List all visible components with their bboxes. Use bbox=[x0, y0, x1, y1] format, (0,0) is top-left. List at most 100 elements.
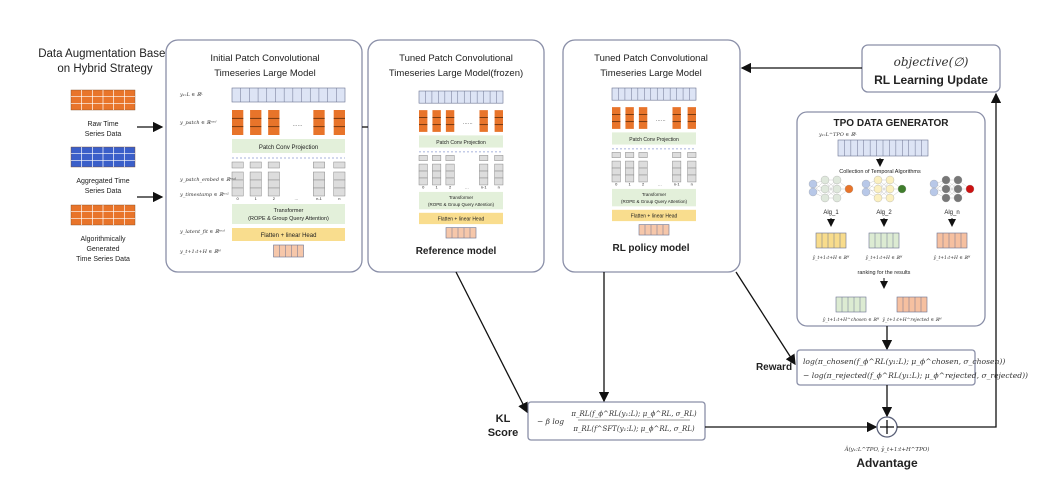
token-head bbox=[267, 161, 280, 169]
token-cell bbox=[249, 187, 262, 197]
advantage-formula: Â(y₁:L^TPO, ŷ_t+1:t+H^TPO) bbox=[844, 446, 930, 453]
position-index: … bbox=[465, 184, 469, 189]
token-cell bbox=[267, 187, 280, 197]
algorithm-name: Alg_1 bbox=[823, 210, 839, 216]
generated-data-label-2: Generated bbox=[86, 246, 119, 253]
kl-label-line2: Score bbox=[488, 427, 519, 439]
rejected-label: ŷ_t+1:t+H^rejected ∈ ℝᴴ bbox=[881, 316, 942, 323]
kl-numerator: π_RL(f_ϕ^RL(y₁:L); μ_ϕ^RL, σ_RL) bbox=[570, 410, 696, 418]
raw-data-label-1: Raw Time bbox=[87, 121, 118, 128]
forecast-output-bar bbox=[273, 244, 304, 258]
token-head bbox=[687, 152, 697, 158]
token-head bbox=[249, 161, 262, 169]
token-head bbox=[432, 155, 442, 161]
rl-learning-update-title: RL Learning Update bbox=[874, 73, 988, 87]
token-cell bbox=[267, 171, 280, 181]
algorithm-1-network-icon bbox=[808, 175, 854, 203]
network-node bbox=[832, 184, 842, 194]
flatten-label: Flatten + linear Head bbox=[438, 217, 485, 223]
transformer-label-box bbox=[232, 204, 345, 224]
data-augmentation-section: Data Augmentation Based on Hybrid Strate… bbox=[38, 48, 172, 263]
model-title-line1: Tuned Patch Convolutional bbox=[594, 53, 708, 64]
algorithm-output-bar bbox=[936, 232, 968, 249]
token-cell bbox=[313, 179, 325, 189]
algorithm-output-bar bbox=[815, 232, 847, 249]
model-caption: RL policy model bbox=[612, 243, 689, 254]
algorithm-output-label: ŷ_t+1:t+H ∈ ℝᴴ bbox=[865, 254, 903, 261]
transformer-label-line2: (ROPE & Group Query Attention) bbox=[428, 202, 495, 207]
flatten-label-box bbox=[612, 209, 696, 222]
input-series-bar bbox=[611, 87, 697, 101]
token-cell bbox=[432, 163, 442, 172]
token-cell bbox=[333, 171, 346, 181]
position-index: 1 bbox=[629, 181, 632, 186]
math-label: y_t+1:t+H ∈ ℝᴴ bbox=[179, 249, 221, 255]
token-cell bbox=[445, 177, 455, 186]
patch-block bbox=[479, 110, 488, 132]
network-node bbox=[820, 193, 830, 203]
patch-conv-label: Patch Conv Projection bbox=[629, 137, 679, 143]
network-node bbox=[953, 184, 963, 194]
patch-conv-label-box bbox=[232, 139, 345, 153]
token-cell bbox=[249, 171, 262, 181]
network-node bbox=[873, 175, 883, 185]
flatten-label: Flatten + linear Head bbox=[631, 214, 678, 220]
network-node bbox=[941, 175, 951, 185]
generated-data-grid-icon bbox=[70, 204, 136, 226]
token-cell bbox=[418, 177, 428, 186]
token-cell bbox=[625, 174, 635, 183]
token-cell bbox=[611, 174, 621, 183]
position-index: 1 bbox=[436, 184, 439, 189]
generated-data-label-3: Time Series Data bbox=[76, 256, 130, 263]
token-cell bbox=[432, 177, 442, 186]
token-cell bbox=[445, 170, 455, 179]
token-head bbox=[611, 152, 621, 158]
forecast-output-bar bbox=[638, 224, 670, 236]
token-cell bbox=[687, 160, 697, 169]
input-series-bar bbox=[231, 87, 346, 103]
patch-block bbox=[419, 110, 428, 132]
position-index: n-1 bbox=[316, 196, 323, 201]
network-node bbox=[861, 179, 871, 189]
position-index: … bbox=[658, 181, 662, 186]
token-cell bbox=[333, 179, 346, 189]
position-index: 2 bbox=[273, 196, 276, 201]
reward-formula-line2: − log(π_rejected(f_ϕ^RL(y₁:L); μ_ϕ^rejec… bbox=[803, 371, 1028, 380]
tpo-data-generator-box bbox=[796, 111, 986, 327]
patch-block bbox=[494, 110, 503, 132]
arrow-reference-to-kl bbox=[455, 271, 528, 414]
math-label: y₁:L ∈ ℝᴸ bbox=[179, 92, 203, 98]
ellipsis: …… bbox=[293, 122, 303, 128]
position-index: 2 bbox=[642, 181, 645, 186]
network-node bbox=[808, 179, 818, 189]
patch-block bbox=[625, 107, 634, 129]
patch-conv-label-box bbox=[419, 135, 503, 148]
chosen-output-bar bbox=[835, 296, 867, 313]
token-cell bbox=[687, 167, 697, 176]
patch-block bbox=[333, 110, 345, 135]
patch-block bbox=[250, 110, 262, 135]
ranking-label: ranking for the results bbox=[858, 270, 911, 276]
token-cell bbox=[418, 163, 428, 172]
reward-label: Reward bbox=[756, 362, 792, 373]
token-cell bbox=[249, 179, 262, 189]
token-head bbox=[494, 155, 504, 161]
chosen-label: ŷ_t+1:t+H^chosen ∈ ℝᴴ bbox=[822, 316, 880, 323]
network-node bbox=[820, 184, 830, 194]
token-cell bbox=[479, 163, 489, 172]
advantage-label: Advantage bbox=[856, 456, 918, 470]
position-index: … bbox=[294, 196, 298, 201]
tpo-title: TPO DATA GENERATOR bbox=[834, 118, 950, 129]
model-title-line2: Timeseries Large Model bbox=[600, 68, 702, 79]
position-index: 1 bbox=[255, 196, 258, 201]
math-label: y_patch_embed ∈ ℝⁿˣᵈ bbox=[179, 177, 236, 183]
position-index: 0 bbox=[422, 184, 425, 189]
token-cell bbox=[638, 160, 648, 169]
token-cell bbox=[672, 167, 682, 176]
network-node bbox=[832, 193, 842, 203]
algorithm-output-label: ŷ_t+1:t+H ∈ ℝᴴ bbox=[933, 254, 971, 261]
position-index: n-1 bbox=[674, 181, 681, 186]
token-head bbox=[672, 152, 682, 158]
